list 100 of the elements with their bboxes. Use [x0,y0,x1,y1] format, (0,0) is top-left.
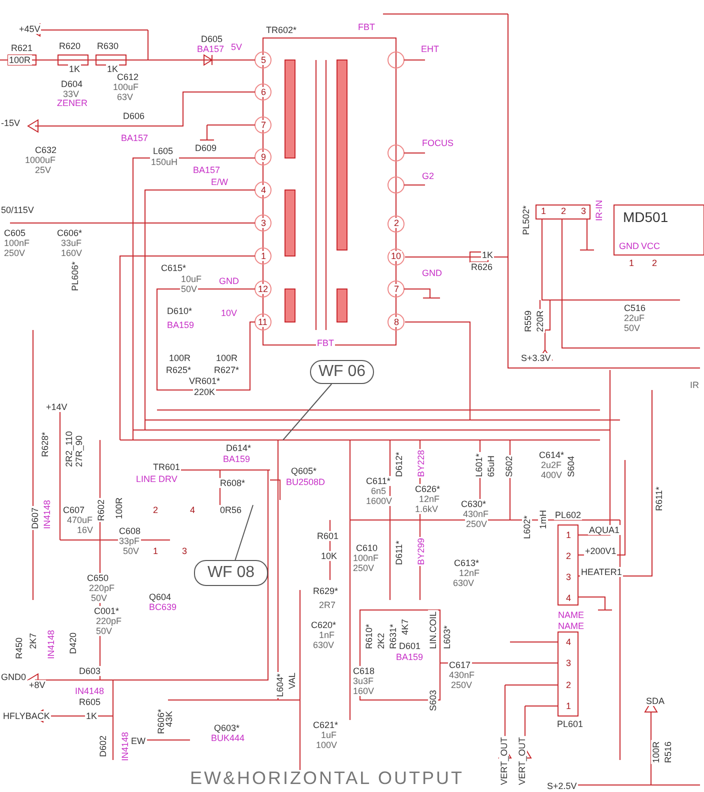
component-value: IN4148 [46,628,56,660]
pin-number: 4 [260,185,268,195]
pin-number: 4 [565,637,572,647]
component-designator: C608 [118,526,142,536]
component-value: 250V [3,248,26,258]
pin-number: 3 [181,546,188,556]
net-label: G2 [421,171,436,181]
net-label: HEATER1 [580,567,623,577]
component-value: 100R [114,496,124,520]
component-value: BY228 [416,448,426,478]
net-label: NAME [557,621,586,631]
pin-number: 9 [260,152,268,162]
component-designator: R602 [96,498,106,522]
component-value: 630V [312,640,336,650]
pin-number: 4 [565,593,572,603]
component-designator: LIN.COIL [428,610,438,650]
net-label: VERT_OUT [499,736,509,786]
component-designator: C607 [62,505,86,515]
component-value: 470uF [66,515,94,525]
component-designator: PL606* [70,260,80,292]
leader-line [282,384,332,440]
component-value: 4K7 [400,618,410,636]
component-value: 33uF [60,238,83,248]
component-designator: C620* [310,620,338,630]
component-value: FBT [357,22,376,32]
pin-number: 3 [565,572,572,582]
component-designator: L604* [275,672,285,698]
component-value: 6n5 [370,486,388,496]
pin-number: 2 [152,505,160,515]
pin-number: 6 [260,87,268,97]
component-value: BA159 [166,320,196,330]
component-value: 22uF [623,313,646,323]
component-value: 220pF [88,583,116,593]
net-label: HFLYBACK [2,711,51,721]
waveform-callout: WF 08 [194,560,268,586]
component-value: 2R2_110 [64,430,74,468]
component-designator: C615* [160,263,188,273]
pin-number: 8 [393,317,400,327]
component-designator: R611* [654,486,664,512]
pin-number: 5 [260,55,268,65]
component-value: BA157 [192,165,222,175]
component-value: 1K [68,64,82,74]
component-value: 33pF [118,536,141,546]
pin-number: 4 [189,505,196,515]
pin-number: 2 [565,680,572,690]
component-value: 1000uF [24,155,57,165]
pin-number: 7 [260,120,268,130]
component-designator: R450 [14,636,24,660]
component-value: BY299 [416,536,426,566]
component-designator: L602* [522,514,532,540]
net-label: NAME [557,610,586,620]
net-label: EHT [420,44,440,54]
component-designator: L601* [474,452,484,478]
pin-number: 2 [565,551,572,561]
component-value: 100nF [352,553,380,563]
component-designator: R630 [96,41,120,51]
component-value: 10uF [180,274,203,284]
component-value: LINE DRV [135,474,178,484]
component-value: 0R56 [219,505,243,515]
component-value: ZENER [56,98,89,108]
component-value: IN4148 [74,686,106,696]
component-value: 100R [215,353,239,363]
component-value: 3u3F [352,676,375,686]
component-value: IN4148 [120,730,130,762]
component-designator: R625* [165,365,192,375]
component-value: 250V [465,519,488,529]
component-designator: D606 [122,111,146,121]
pin-number: 2 [651,258,658,268]
component-value: 150uH [150,157,179,167]
component-designator: Q604 [148,592,172,602]
net-label: +14V [45,402,68,412]
component-value: 12nF [418,494,441,504]
component-value: BU2508D [285,477,326,487]
component-value: BA159 [222,454,252,464]
component-designator: D605 [200,34,224,44]
component-value: 250V [450,680,474,690]
component-value: 1K [481,250,494,260]
pin-number: 12 [257,284,270,294]
pin-number: 3 [260,218,268,228]
pin-number: 2 [560,206,568,216]
component-value: 1K [85,711,98,721]
component-designator: C613* [453,558,480,568]
net-label: FOCUS [421,138,454,148]
component-designator: R627* [213,365,240,375]
net-label: IR [689,380,700,390]
pin-number: 7 [393,284,400,294]
component-value: 65uH [486,454,496,478]
pin-number: 3 [580,206,588,216]
net-label: +200V1 [584,546,618,556]
net-label: +45V [18,24,42,34]
component-value: 2R7 [318,600,337,610]
component-designator: D604 [60,79,84,89]
component-value: 100R [651,740,661,764]
component-value: 2K2 [376,632,386,650]
component-value: 400V [540,470,564,480]
component-designator: D607 [30,506,40,530]
component-value: 100uF [112,82,140,92]
net-label: GND0 [0,672,28,682]
component-value: 100nF [3,238,31,248]
component-value: 1.6kV [414,504,440,514]
